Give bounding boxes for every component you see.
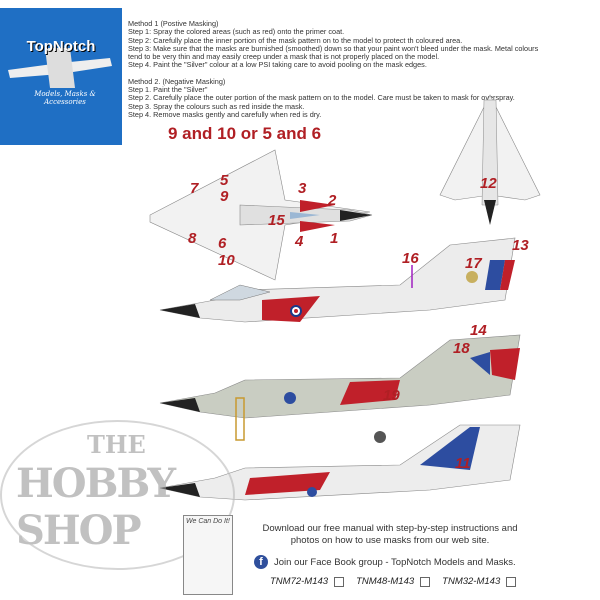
code-32: TNM32-M143	[442, 576, 501, 587]
watermark-line2: HOBBY SHOP	[16, 460, 176, 554]
callout-12: 12	[480, 175, 497, 192]
logo-tagline: Models, Masks & Accessories	[34, 90, 96, 106]
checkbox-72[interactable]	[334, 576, 345, 587]
callout-19: 19	[383, 387, 400, 404]
callout-8: 8	[188, 230, 197, 247]
callout-9: 9	[220, 188, 229, 205]
method2-step: Step 3. Spray the colours such as red in…	[128, 101, 305, 111]
download-text: Download our free manual with step-by-st…	[262, 523, 518, 546]
method1-step: Step 3: Make sure that the masks are bur…	[128, 43, 539, 53]
callout-4: 4	[295, 233, 304, 250]
hobby-shop-watermark: THE HOBBY SHOP	[0, 420, 235, 570]
instructions: Method 1 (Postive Masking) Step 1: Spray…	[128, 19, 598, 119]
callout-1: 1	[330, 230, 339, 247]
callout-18: 18	[453, 340, 470, 357]
callout-6: 6	[218, 235, 227, 252]
airplane-logo-icon	[8, 48, 112, 88]
method2-step: Step 1. Paint the "Silver"	[128, 85, 208, 95]
method2-title: Method 2. (Negative Masking)	[128, 76, 226, 86]
callout-15: 15	[268, 212, 285, 229]
callout-7: 7	[190, 180, 199, 197]
method2-step: Step 2. Carefully place the outer portio…	[128, 93, 515, 103]
callout-14: 14	[470, 322, 487, 339]
callout-5: 5	[220, 172, 229, 189]
method1-step: tend to be very thin and may easily cree…	[128, 52, 440, 62]
facebook-icon[interactable]: f	[254, 555, 268, 569]
method1-step: Step 2: Carefully place the inner portio…	[128, 35, 463, 45]
product-codes: TNM72-M143 TNM48-M143 TNM32-M143	[270, 576, 524, 587]
watermark-line1: THE	[87, 430, 146, 459]
logo-brand: TopNotch	[26, 38, 96, 55]
callout-16: 16	[402, 250, 419, 267]
side-view-aircraft-1	[159, 237, 516, 323]
scheme-label: 9 and 10 or 5 and 6	[168, 124, 322, 143]
checkbox-32[interactable]	[506, 576, 517, 587]
callout-13: 13	[512, 237, 529, 254]
side-view-aircraft-2	[159, 334, 521, 443]
method1-step: Step 4. Paint the "Silver" colour at a l…	[128, 60, 427, 70]
poster-image: We Can Do It!	[183, 515, 233, 595]
topnotch-logo: TopNotch Models, Masks & Accessories	[0, 8, 122, 145]
method2-step: Step 4. Remove masks gently and carefull…	[128, 109, 322, 119]
callout-2: 2	[328, 192, 337, 209]
callout-11: 11	[455, 455, 471, 472]
callout-17: 17	[465, 255, 482, 272]
code-72: TNM72-M143	[270, 576, 329, 587]
top-view-aircraft	[149, 149, 373, 281]
method1-step: Step 1: Spray the colored areas (such as…	[128, 27, 345, 37]
checkbox-48[interactable]	[420, 576, 431, 587]
callout-3: 3	[298, 180, 307, 197]
facebook-text: Join our Face Book group - TopNotch Mode…	[274, 556, 516, 568]
method1-title: Method 1 (Postive Masking)	[128, 19, 219, 28]
code-48: TNM48-M143	[356, 576, 415, 587]
bottom-view-aircraft	[439, 94, 541, 225]
callout-10: 10	[218, 252, 235, 269]
facebook-row[interactable]: f Join our Face Book group - TopNotch Mo…	[254, 555, 516, 569]
poster-text: We Can Do It!	[186, 518, 230, 525]
